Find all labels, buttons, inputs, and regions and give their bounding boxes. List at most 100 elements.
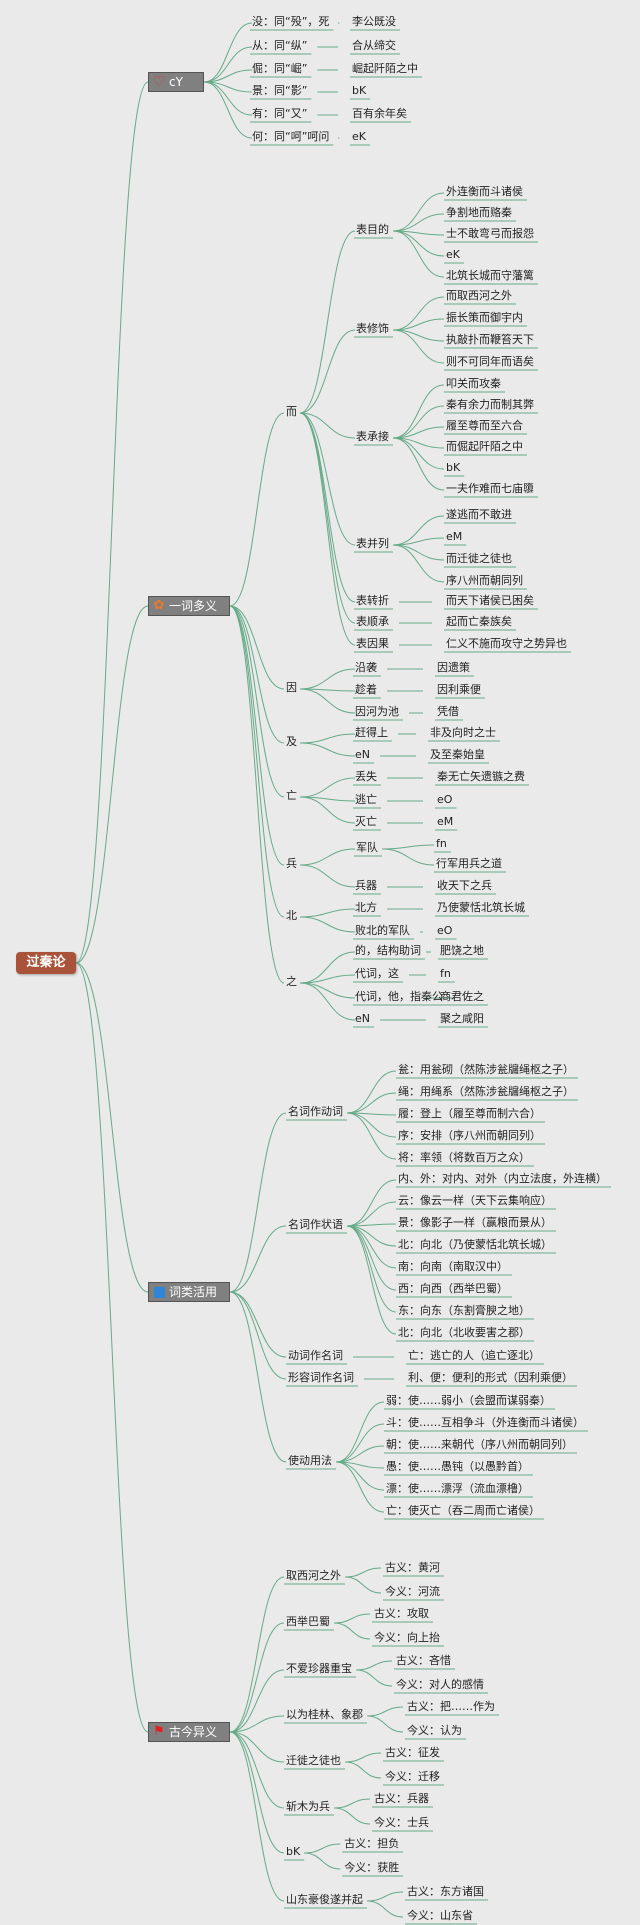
- sense-label[interactable]: 北方: [355, 901, 377, 914]
- gujin-ancient[interactable]: 古义：担负: [344, 1837, 400, 1850]
- sense-label-example[interactable]: 商君佐之: [440, 990, 484, 1003]
- usage-example[interactable]: 北筑长城而守藩篱: [446, 269, 534, 282]
- usage-category[interactable]: 使动用法: [288, 1454, 332, 1467]
- polysemy-word[interactable]: 而: [286, 405, 297, 418]
- gujin-ancient[interactable]: 古义：东方诸国: [407, 1885, 484, 1898]
- branch-yiciduoyi[interactable]: ✿ 一词多义: [148, 596, 230, 616]
- gujin-ancient[interactable]: 古义：把……作为: [407, 1700, 495, 1713]
- usage-example[interactable]: 而取西河之外: [446, 289, 512, 302]
- usage-example[interactable]: 则不可同年而语矣: [446, 355, 534, 368]
- gujin-modern[interactable]: 今义：向上抬: [374, 1631, 440, 1644]
- gujin-ancient[interactable]: 古义：吝惜: [396, 1654, 451, 1667]
- sense-label-example[interactable]: eM: [437, 815, 454, 828]
- tongjia-item-example[interactable]: 百有余年矣: [352, 107, 407, 120]
- usage-example[interactable]: 序：安排（序八州而朝同列）: [398, 1129, 541, 1142]
- usage-example[interactable]: 履至尊而至六合: [446, 419, 523, 432]
- usage-example[interactable]: 西：向西（西举巴蜀）: [398, 1282, 508, 1295]
- tongjia-item[interactable]: 有：同“又”: [252, 107, 308, 120]
- gujin-word[interactable]: 山东豪俊遂并起: [286, 1893, 363, 1906]
- usage-example[interactable]: 一夫作难而七庙隳: [446, 482, 534, 495]
- sense-label[interactable]: 兵器: [355, 879, 377, 892]
- usage-label-example[interactable]: 而天下诸侯已困矣: [446, 594, 534, 607]
- sense-label-example[interactable]: eO: [437, 793, 453, 806]
- usage-example[interactable]: 而倔起阡陌之中: [446, 440, 523, 453]
- tongjia-item-example[interactable]: 合从缔交: [352, 39, 396, 52]
- usage-example[interactable]: 内、外：对内、对外（内立法度，外连横）: [398, 1172, 607, 1185]
- usage-example[interactable]: 景：像影子一样（赢粮而景从）: [398, 1216, 552, 1229]
- polysemy-word[interactable]: 之: [286, 975, 297, 988]
- usage-example[interactable]: 绳：用绳系（然陈涉瓮牖绳枢之子）: [398, 1085, 574, 1098]
- gujin-word[interactable]: 不爱珍器重宝: [286, 1662, 352, 1675]
- gujin-word[interactable]: 以为桂林、象郡: [286, 1708, 363, 1721]
- usage-label[interactable]: 表承接: [356, 430, 389, 443]
- usage-label-example[interactable]: 仁义不施而攻守之势异也: [446, 637, 567, 650]
- polysemy-word[interactable]: 北: [286, 909, 297, 922]
- sense-label-example[interactable]: 聚之咸阳: [440, 1012, 484, 1025]
- sense-label-example[interactable]: 乃使蒙恬北筑长城: [437, 901, 525, 914]
- root-node[interactable]: 过秦论: [16, 952, 76, 974]
- sense-label[interactable]: 赶得上: [355, 726, 388, 739]
- usage-example[interactable]: 瓮：用瓮砌（然陈涉瓮牖绳枢之子）: [398, 1063, 574, 1076]
- usage-label[interactable]: 表因果: [356, 637, 389, 650]
- usage-label[interactable]: 表转折: [356, 594, 389, 607]
- sense-label-example[interactable]: 因遗策: [437, 661, 470, 674]
- usage-label[interactable]: 表并列: [356, 537, 389, 550]
- usage-label-example[interactable]: 起而亡秦族矣: [446, 615, 512, 628]
- tongjia-item[interactable]: 从：同“纵”: [252, 39, 308, 52]
- sense-label[interactable]: 沿袭: [355, 661, 377, 674]
- usage-example[interactable]: 振长策而御宇内: [446, 311, 523, 324]
- gujin-ancient[interactable]: 古义：征发: [385, 1746, 440, 1759]
- gujin-ancient[interactable]: 古义：攻取: [374, 1607, 429, 1620]
- polysemy-word[interactable]: 及: [286, 735, 297, 748]
- usage-example[interactable]: 叩关而攻秦: [446, 377, 501, 390]
- sense-label-example[interactable]: 凭借: [437, 705, 459, 718]
- gujin-modern[interactable]: 今义：对人的感情: [396, 1678, 484, 1691]
- tongjia-item-example[interactable]: bK: [352, 84, 367, 97]
- sense-label[interactable]: 代词，他，指秦公: [355, 990, 443, 1003]
- usage-example[interactable]: 外连衡而斗诸侯: [446, 185, 523, 198]
- sense-label[interactable]: 逃亡: [355, 793, 377, 806]
- usage-example[interactable]: 弱：使……弱小（会盟而谋弱秦）: [386, 1394, 551, 1407]
- polysemy-word[interactable]: 因: [286, 681, 297, 694]
- gujin-word[interactable]: 西举巴蜀: [286, 1615, 330, 1628]
- sense-label-example[interactable]: 因利乘便: [437, 683, 481, 696]
- sense-example[interactable]: 行军用兵之道: [436, 857, 502, 870]
- sense-label-example[interactable]: 秦无亡矢遗镞之费: [437, 770, 525, 783]
- usage-label[interactable]: 表顺承: [356, 615, 389, 628]
- branch-cileihuoyong[interactable]: 词类活用: [148, 1282, 230, 1302]
- sense-label[interactable]: eN: [355, 1012, 370, 1025]
- usage-category[interactable]: 形容词作名词: [288, 1371, 354, 1384]
- usage-category[interactable]: 名词作状语: [288, 1218, 343, 1231]
- gujin-word[interactable]: 斩木为兵: [286, 1800, 330, 1813]
- usage-example[interactable]: 斗：使……互相争斗（外连衡而斗诸侯）: [386, 1416, 584, 1429]
- tongjia-item-example[interactable]: eK: [352, 130, 366, 143]
- usage-example[interactable]: 朝：使……来朝代（序八州而朝同列）: [386, 1438, 573, 1451]
- sense-label[interactable]: 灭亡: [355, 815, 377, 828]
- tongjia-item[interactable]: 倔：同“崛”: [252, 62, 308, 75]
- usage-label[interactable]: 表修饰: [356, 322, 389, 335]
- tongjia-item[interactable]: 景：同“影”: [252, 84, 308, 97]
- usage-example[interactable]: 士不敢弯弓而报怨: [446, 227, 534, 240]
- gujin-word[interactable]: bK: [286, 1845, 301, 1858]
- sense-label[interactable]: eN: [355, 748, 370, 761]
- usage-example[interactable]: 履：登上（履至尊而制六合）: [398, 1107, 541, 1120]
- polysemy-word[interactable]: 兵: [286, 857, 297, 870]
- usage-example[interactable]: 云：像云一样（天下云集响应）: [398, 1194, 552, 1207]
- usage-example[interactable]: eK: [446, 248, 460, 261]
- tongjia-item-example[interactable]: 崛起阡陌之中: [352, 62, 418, 75]
- sense-label-example[interactable]: fn: [440, 967, 451, 980]
- usage-label[interactable]: 表目的: [356, 223, 389, 236]
- sense-label[interactable]: 代词，这: [355, 967, 399, 980]
- sense-label-example[interactable]: 及至秦始皇: [430, 748, 485, 761]
- sense-label[interactable]: 的，结构助词: [355, 944, 421, 957]
- usage-example[interactable]: 南：向南（南取汉中）: [398, 1260, 508, 1273]
- sense-label[interactable]: 丢失: [355, 770, 377, 783]
- usage-example[interactable]: eM: [446, 530, 463, 543]
- usage-category-example[interactable]: 利、便：便利的形式（因利乘便）: [408, 1371, 573, 1384]
- tongjia-item[interactable]: 何：同“呵”呵问: [252, 130, 330, 143]
- usage-category[interactable]: 动词作名词: [288, 1349, 343, 1362]
- tongjia-item[interactable]: 没：同“殁”，死: [252, 15, 330, 28]
- gujin-modern[interactable]: 今义：迁移: [385, 1770, 440, 1783]
- usage-example[interactable]: 北：向北（北收要害之郡）: [398, 1326, 530, 1339]
- branch-gujinyiyi[interactable]: ⚑ 古今异义: [148, 1722, 230, 1742]
